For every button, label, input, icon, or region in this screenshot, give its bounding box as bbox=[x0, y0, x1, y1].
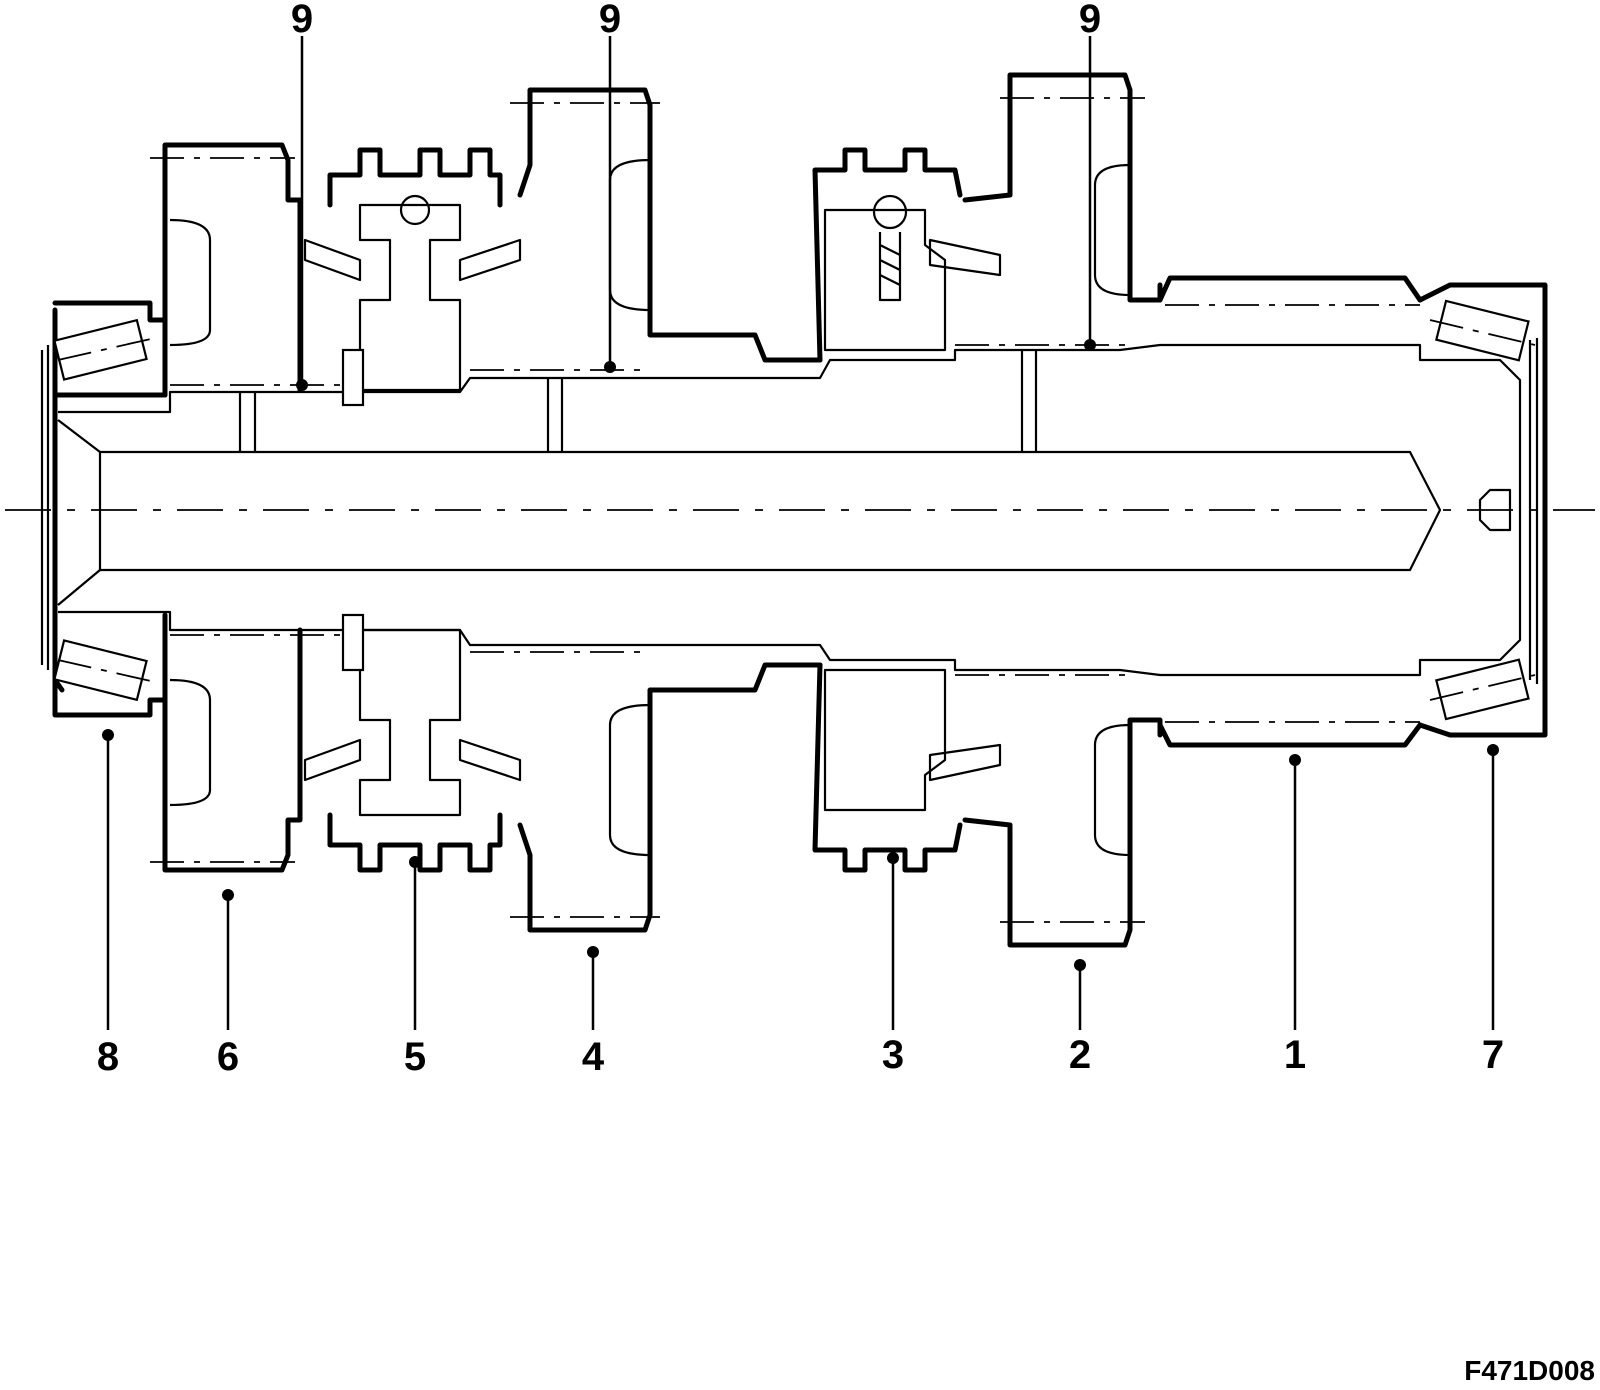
synchro-5 bbox=[303, 147, 522, 873]
callout-9-right: 9 bbox=[1079, 0, 1101, 41]
callout-6: 6 bbox=[217, 1035, 239, 1079]
callout-4: 4 bbox=[582, 1035, 605, 1079]
callout-7: 7 bbox=[1482, 1033, 1504, 1077]
callout-9-left: 9 bbox=[291, 0, 313, 41]
callouts-bottom: 8 6 5 4 3 2 1 7 bbox=[97, 729, 1504, 1079]
callout-8: 8 bbox=[97, 1035, 119, 1079]
gear-6 bbox=[150, 142, 340, 873]
callout-9-middle: 9 bbox=[599, 0, 621, 41]
callout-1: 1 bbox=[1284, 1033, 1306, 1077]
figure-id: F471D008 bbox=[1464, 1355, 1595, 1386]
left-tapered-bearing bbox=[52, 300, 168, 718]
outer-casing bbox=[40, 307, 1548, 693]
right-tapered-bearing bbox=[1417, 282, 1548, 738]
gear-1 bbox=[1157, 275, 1423, 748]
gear-4 bbox=[238, 87, 1038, 933]
callout-3: 3 bbox=[882, 1033, 904, 1077]
callout-5: 5 bbox=[404, 1035, 426, 1079]
gear-2 bbox=[955, 72, 1163, 948]
callout-2: 2 bbox=[1069, 1033, 1091, 1077]
synchro-3 bbox=[812, 147, 1002, 873]
callouts-top: 9 9 9 bbox=[291, 0, 1101, 391]
